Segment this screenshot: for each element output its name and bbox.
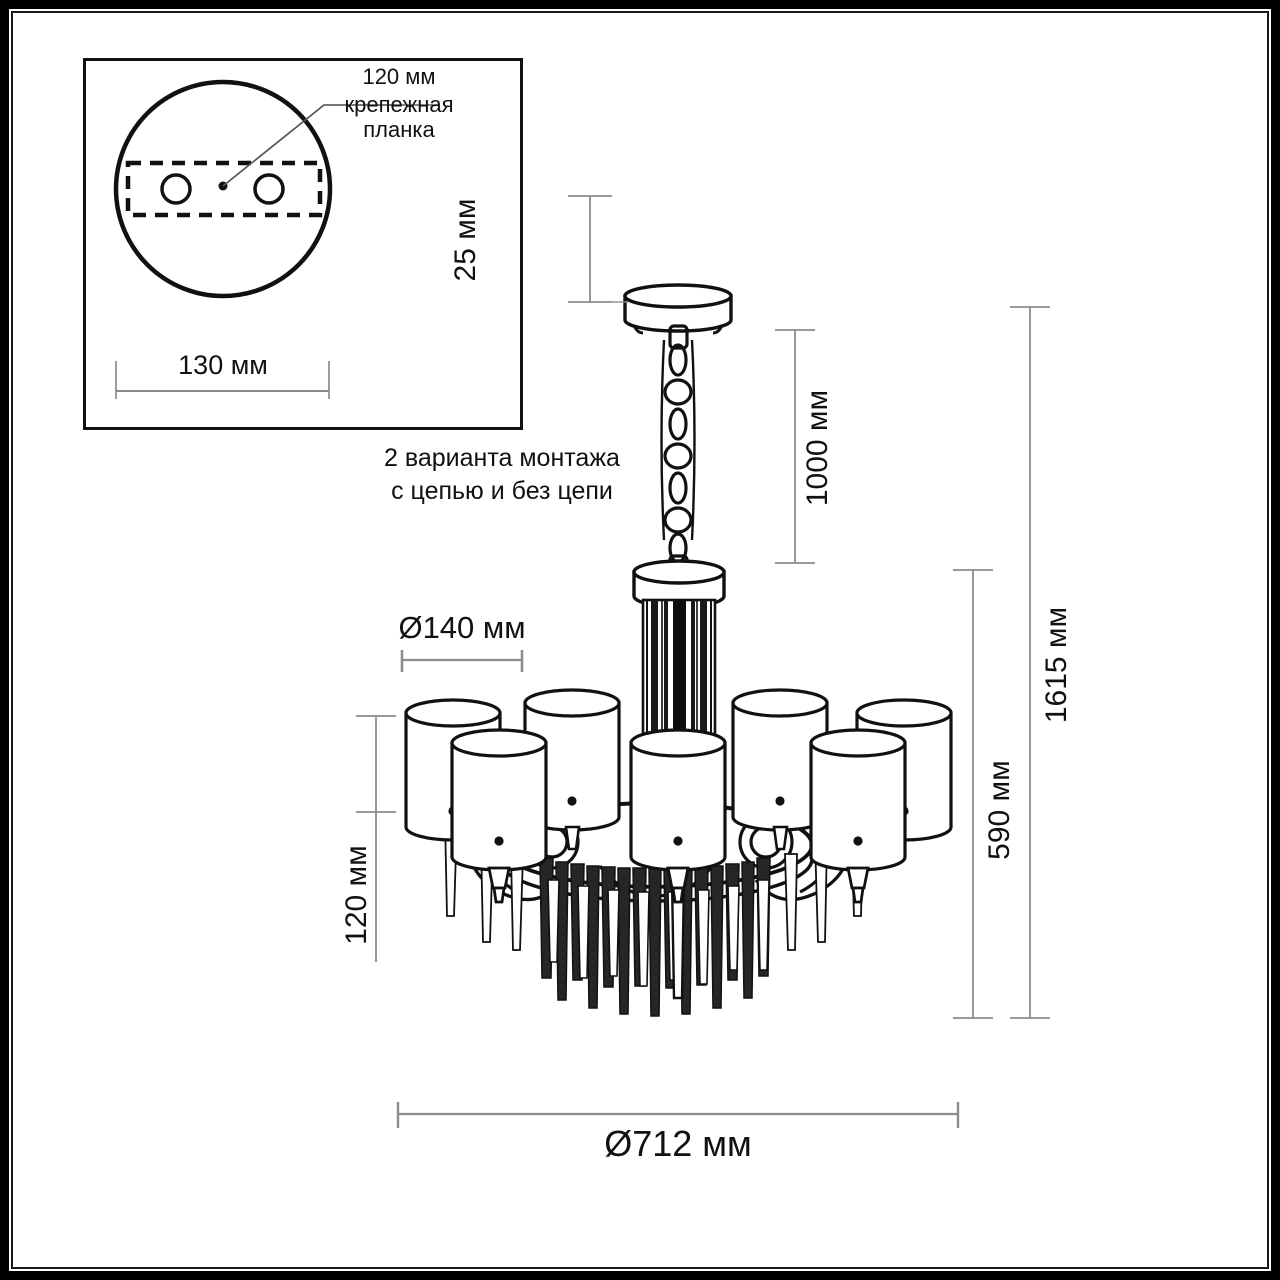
dim-label-chain-length: 1000 мм xyxy=(801,389,834,507)
body-top-disc xyxy=(632,559,726,609)
inner-frame-border xyxy=(11,11,1269,1269)
inset-bottom-dimension-label: 130 мм xyxy=(178,350,268,380)
inset-diagram xyxy=(113,79,438,399)
screw-hole-right xyxy=(253,173,285,205)
ceiling-mount-plate-inset: 120 мм крепежная планка 130 мм xyxy=(83,58,523,430)
screw-hole-left xyxy=(160,173,192,205)
dim-label-canopy-height: 25 мм xyxy=(449,198,482,282)
shade-front-center xyxy=(629,728,727,872)
ceiling-canopy xyxy=(623,283,733,335)
mounting-variants-note: 2 варианта монтажа с цепью и без цепи xyxy=(352,442,652,508)
dim-label-shade-diameter: Ø140 мм xyxy=(398,610,526,645)
note-line-1: 2 варианта монтажа xyxy=(384,444,620,472)
dim-label-overall-diameter: Ø712 мм xyxy=(604,1123,752,1164)
inset-part-label-line1: крепежная xyxy=(344,92,454,117)
inset-leader-dimension-label: 120 мм xyxy=(362,64,436,89)
crystal-skirt xyxy=(444,817,864,1017)
shade-front-right xyxy=(809,728,907,872)
shade-stems-front xyxy=(487,866,870,904)
shade-front-left xyxy=(450,728,548,872)
dimension-lines xyxy=(356,195,1050,1128)
note-line-2: с цепью и без цепи xyxy=(391,477,613,505)
suspension-chain xyxy=(660,324,696,574)
dim-label-fixture-height: 590 мм xyxy=(983,760,1016,860)
shade-stems-back xyxy=(564,825,789,851)
dim-label-total-height: 1615 мм xyxy=(1040,606,1073,724)
inset-part-label-line2: планка xyxy=(363,117,435,142)
dim-label-shade-height: 120 мм xyxy=(340,845,373,945)
mounting-plate-dashed-rect xyxy=(125,160,323,218)
